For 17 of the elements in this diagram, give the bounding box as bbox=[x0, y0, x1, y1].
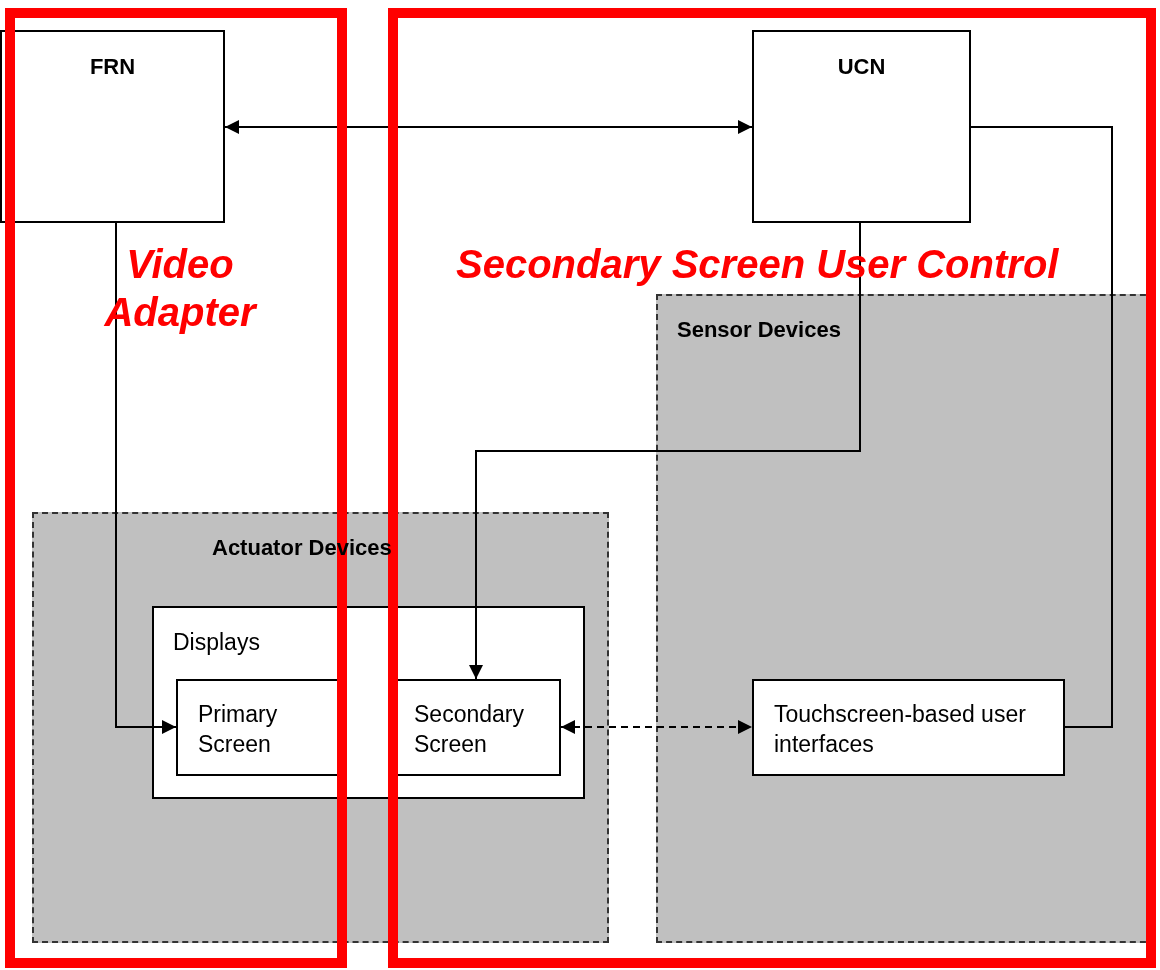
group-box bbox=[32, 512, 609, 943]
container-box bbox=[152, 606, 585, 799]
node-box bbox=[752, 30, 971, 223]
arrow bbox=[560, 720, 753, 734]
process-label: Primary Screen bbox=[198, 700, 279, 759]
arrow bbox=[469, 222, 861, 680]
arrow bbox=[224, 120, 753, 134]
connector-line bbox=[970, 126, 1113, 728]
process-box bbox=[752, 679, 1065, 776]
container-label: Displays bbox=[173, 629, 260, 656]
node-box bbox=[0, 30, 225, 223]
process-label: Secondary Screen bbox=[414, 700, 525, 759]
process-label: Touchscreen-based user interfaces bbox=[774, 700, 1027, 759]
node-label: UCN bbox=[836, 54, 887, 80]
arrow bbox=[115, 222, 177, 734]
group-label: Sensor Devices bbox=[677, 317, 841, 343]
node-label: FRN bbox=[88, 54, 137, 80]
